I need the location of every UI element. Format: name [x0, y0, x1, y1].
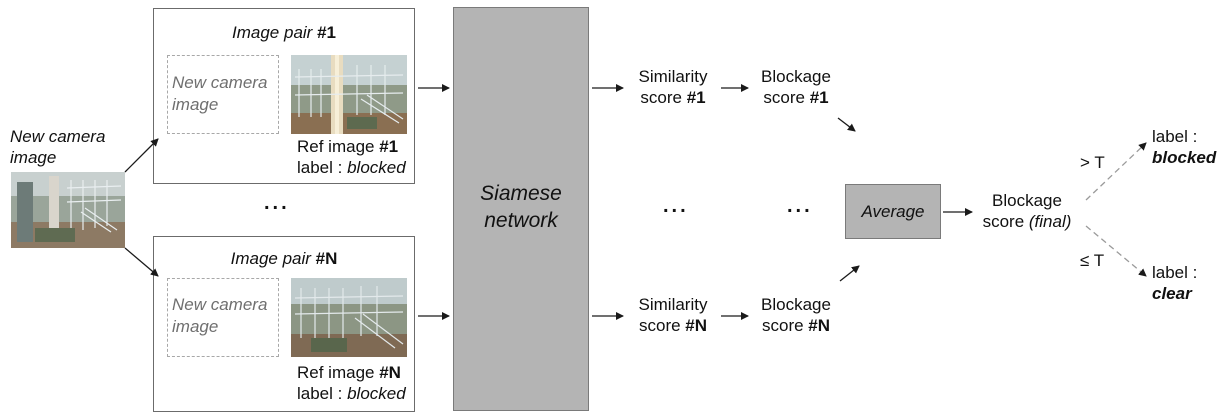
similarity-score-1-prefix: score	[640, 88, 687, 107]
blockage-score-1-prefix: score	[763, 88, 810, 107]
final-score-line1: Blockage	[992, 191, 1062, 210]
ref-image-1-index: #1	[379, 137, 399, 156]
blockage-score-n-index: #N	[808, 316, 831, 335]
image-pair-n-placeholder	[167, 278, 279, 357]
pairs-ellipsis: ...	[264, 192, 290, 214]
image-pair-n-title: Image pair #N	[153, 248, 415, 269]
output-blocked: label : blocked	[1152, 126, 1216, 168]
image-pair-n-placeholder-line2: image	[172, 317, 219, 336]
average-box	[845, 184, 941, 239]
ref-image-1-caption: Ref image #1 label : blocked	[297, 136, 406, 178]
ref-image-n-label-prefix: label :	[297, 384, 348, 403]
input-label-line1: New camera	[10, 127, 106, 146]
output-clear: label : clear	[1152, 262, 1197, 304]
ref-image-1-label: label : blocked	[297, 157, 406, 178]
siamese-network-box	[453, 7, 589, 411]
input-camera-photo	[11, 172, 125, 248]
final-score-prefix: score	[982, 212, 1029, 231]
similarity-score-n-prefix: score	[638, 316, 686, 335]
image-pair-n-title-text: Image pair	[230, 249, 316, 268]
arrow-blockage-1-to-average	[837, 117, 856, 132]
blockage-score-n: Blockage score #N	[748, 294, 844, 336]
ref-image-1-label-prefix: label :	[297, 158, 348, 177]
output-clear-value: clear	[1152, 284, 1192, 303]
ref-image-n-label: label : blocked	[297, 383, 406, 404]
image-pair-n-placeholder-label: New camera image	[172, 294, 267, 338]
ref-image-1-label-value: blocked	[347, 158, 406, 177]
image-pair-1-title-text: Image pair	[232, 23, 318, 42]
average-label: Average	[861, 202, 925, 221]
ref-image-1-prefix: Ref image	[297, 137, 380, 156]
ref-image-n-caption: Ref image #N label : blocked	[297, 362, 406, 404]
output-clear-prefix: label :	[1152, 263, 1198, 282]
image-pair-1-placeholder	[167, 55, 279, 134]
image-pair-1-title-index: #1	[317, 23, 336, 42]
final-blockage-score: Blockage score (final)	[975, 190, 1079, 232]
scores-ellipsis-blockage: ...	[787, 195, 813, 217]
ref-image-1-name: Ref image #1	[297, 136, 406, 157]
input-label-line2: image	[10, 148, 57, 167]
ref-image-n-photo	[291, 278, 407, 357]
blockage-score-n-line1: Blockage	[761, 295, 831, 314]
similarity-score-1-index: #1	[686, 88, 706, 107]
threshold-above: > T	[1080, 153, 1105, 172]
input-label: New camera image	[10, 126, 105, 168]
ref-image-n-index: #N	[379, 363, 401, 382]
siamese-network-line2: network	[484, 209, 558, 232]
final-score-italic: (final)	[1028, 212, 1072, 231]
ref-image-n-prefix: Ref image	[297, 363, 380, 382]
output-blocked-prefix: label :	[1152, 127, 1198, 146]
ref-image-n-label-value: blocked	[347, 384, 406, 403]
similarity-score-1: Similarity score #1	[625, 66, 721, 108]
blockage-score-1: Blockage score #1	[748, 66, 844, 108]
similarity-score-1-line1: Similarity	[638, 67, 708, 86]
blockage-score-1-index: #1	[809, 88, 829, 107]
ref-image-1-photo	[291, 55, 407, 134]
image-pair-1-title: Image pair #1	[153, 22, 415, 43]
siamese-network-label: Siamese network	[453, 180, 589, 234]
similarity-score-n: Similarity score #N	[625, 294, 721, 336]
image-pair-1-placeholder-line2: image	[172, 95, 219, 114]
siamese-network-line1: Siamese	[480, 182, 562, 205]
image-pair-1-placeholder-line1: New camera	[172, 73, 268, 92]
similarity-score-n-index: #N	[685, 316, 708, 335]
similarity-score-n-line1: Similarity	[638, 295, 708, 314]
image-pair-n-placeholder-line1: New camera	[172, 295, 268, 314]
arrow-final-to-clear	[1085, 225, 1147, 277]
blockage-score-1-line1: Blockage	[761, 67, 831, 86]
arrow-final-to-blocked	[1085, 142, 1147, 201]
image-pair-1-placeholder-label: New camera image	[172, 72, 267, 116]
image-pair-n-title-index: #N	[315, 249, 338, 268]
threshold-below: ≤ T	[1080, 251, 1105, 270]
output-blocked-value: blocked	[1152, 148, 1217, 167]
ref-image-n-name: Ref image #N	[297, 362, 406, 383]
scores-ellipsis-similarity: ...	[663, 195, 689, 217]
blockage-score-n-prefix: score	[761, 316, 809, 335]
arrow-input-to-pair-1	[124, 138, 159, 173]
arrow-input-to-pair-n	[124, 247, 159, 277]
arrow-blockage-n-to-average	[839, 265, 860, 282]
